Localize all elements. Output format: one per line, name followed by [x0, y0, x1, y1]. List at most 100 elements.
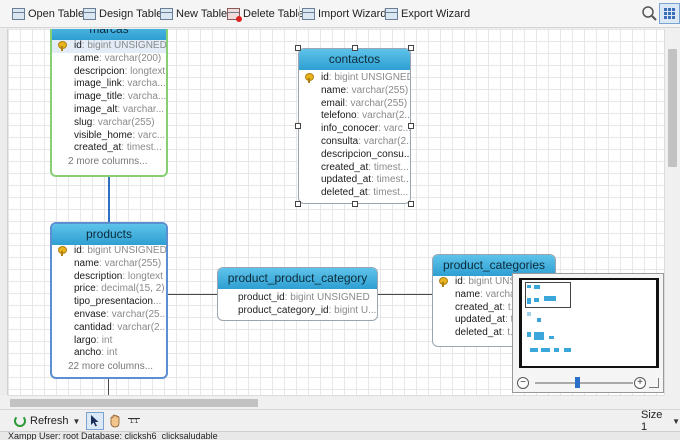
size-dropdown[interactable]: Size 1 ▼ — [641, 409, 680, 433]
refresh-icon — [14, 415, 26, 427]
attr-row[interactable]: image_title: varcha... — [52, 91, 166, 104]
attr-row[interactable]: deleted_at: t... — [433, 327, 555, 340]
open-table-label: Open Table — [28, 8, 85, 20]
attr-row[interactable]: price: decimal(15, 2) — [52, 283, 166, 296]
attr-row[interactable]: created_at: timest... — [299, 162, 410, 175]
attr-row[interactable]: telefono: varchar(2... — [299, 110, 410, 123]
entity-header[interactable]: marcas — [52, 29, 166, 40]
zoom-slider-thumb[interactable] — [575, 377, 580, 388]
attr-type: : varcha... — [480, 288, 524, 300]
overview-entity — [534, 332, 544, 340]
chevron-down-icon: ▼ — [672, 416, 680, 426]
attr-row[interactable]: id: bigint UNSIGNED — [433, 276, 555, 289]
splitter-left[interactable] — [0, 29, 8, 395]
attr-row[interactable]: cantidad: varchar(2... — [52, 322, 166, 335]
attr-name: name — [74, 52, 100, 64]
design-table-button[interactable]: Design Table — [83, 5, 162, 23]
attr-row[interactable]: description: longtext — [52, 271, 166, 284]
attr-row[interactable]: descripcion_consu... — [299, 149, 410, 162]
export-wizard-button[interactable]: Export Wizard — [385, 5, 470, 23]
delete-table-button[interactable]: Delete Table — [227, 5, 304, 23]
zoom-in-button[interactable]: + — [634, 377, 646, 389]
attr-row[interactable]: name: varchar(200) — [52, 53, 166, 66]
attr-type: : varchar(255) — [92, 116, 155, 128]
attr-row[interactable]: name: varcha... — [433, 289, 555, 302]
vertical-scroll-thumb[interactable] — [668, 49, 677, 167]
attr-row[interactable]: consulta: varchar(2... — [299, 136, 410, 149]
new-table-button[interactable]: New Table — [160, 5, 227, 23]
resize-handle[interactable] — [295, 201, 301, 207]
entity-header[interactable]: product_product_category — [218, 268, 377, 289]
overview-navigator[interactable]: − + — [512, 273, 664, 393]
attr-row[interactable]: id: bigint UNSIGNED — [52, 40, 166, 53]
search-button[interactable] — [639, 3, 660, 24]
key-icon — [58, 246, 67, 256]
resize-handle[interactable] — [408, 123, 414, 129]
toolbar-separator — [299, 6, 300, 21]
attr-row[interactable]: product_category_id: bigint U... — [218, 304, 377, 317]
vertical-scrollbar[interactable] — [664, 29, 680, 395]
attr-row[interactable]: created_at: timest... — [52, 142, 166, 155]
entity-header[interactable]: contactos — [299, 49, 410, 70]
zoom-out-button[interactable]: − — [517, 377, 529, 389]
attr-type: : longtext — [122, 270, 163, 282]
attr-row[interactable]: ancho: int — [52, 347, 166, 360]
resize-handle[interactable] — [408, 201, 414, 207]
more-columns-link[interactable]: 2 more columns... — [68, 156, 148, 168]
overview-viewport[interactable] — [525, 282, 571, 308]
entity-marcas[interactable]: marcas id: bigint UNSIGNED name: varchar… — [50, 29, 168, 177]
attr-row[interactable]: id: bigint UNSIGNED — [52, 245, 166, 258]
attr-row[interactable]: email: varchar(255) — [299, 98, 410, 111]
horizontal-scrollbar[interactable] — [8, 395, 664, 409]
attr-row[interactable]: tipo_presentacion... — [52, 296, 166, 309]
open-table-button[interactable]: Open Table — [12, 5, 84, 23]
resize-handle[interactable] — [352, 201, 358, 207]
entity-contactos[interactable]: contactos id: bigint UNSIGNED name: varc… — [298, 48, 411, 204]
attr-row[interactable]: envase: varchar(25... — [52, 309, 166, 322]
attr-row[interactable]: visible_home: varc... — [52, 130, 166, 143]
import-wizard-button[interactable]: Import Wizard — [302, 5, 386, 23]
horizontal-scroll-thumb[interactable] — [10, 399, 258, 407]
diagram-canvas[interactable]: marcas id: bigint UNSIGNED name: varchar… — [8, 29, 664, 395]
overview-map[interactable] — [519, 278, 659, 368]
relation-line-marcas-products[interactable] — [108, 176, 110, 224]
resize-handle[interactable] — [295, 45, 301, 51]
resize-handle[interactable] — [295, 123, 301, 129]
resize-handle[interactable] — [352, 45, 358, 51]
relation-line-products-bottom[interactable] — [108, 378, 109, 395]
entity-product-product-category[interactable]: product_product_category product_id: big… — [217, 267, 378, 321]
attr-row[interactable]: updated_at: timest... — [299, 174, 410, 187]
more-columns-link[interactable]: 22 more columns... — [68, 361, 154, 373]
attr-row[interactable]: created_at: t... — [433, 302, 555, 315]
attr-name: name — [455, 288, 481, 300]
entity-header[interactable]: products — [52, 224, 166, 245]
attr-row[interactable]: name: varchar(255) — [299, 85, 410, 98]
attr-row[interactable]: descripcion: longtext — [52, 66, 166, 79]
resize-handle[interactable] — [408, 45, 414, 51]
attr-row[interactable]: image_alt: varchar... — [52, 104, 166, 117]
relation-line-link-categories[interactable] — [377, 294, 433, 295]
entity-header[interactable]: product_categories — [433, 255, 555, 276]
attr-row[interactable]: id: bigint UNSIGNED — [299, 72, 410, 85]
resize-grip-icon[interactable] — [649, 378, 659, 388]
actual-size-button[interactable]: 1:1 — [128, 413, 140, 429]
attr-row[interactable]: product_id: bigint UNSIGNED — [218, 291, 377, 304]
chevron-down-icon[interactable]: ▼ — [72, 416, 81, 426]
entity-products[interactable]: products id: bigint UNSIGNED name: varch… — [50, 222, 168, 379]
refresh-button[interactable]: Refresh ▼ — [14, 413, 80, 429]
grid-view-button[interactable] — [659, 3, 680, 24]
zoom-slider-track[interactable] — [535, 382, 633, 384]
attr-row[interactable]: name: varchar(255) — [52, 258, 166, 271]
relation-line-products-link[interactable] — [168, 294, 218, 295]
attr-name: ancho — [74, 347, 102, 359]
attr-name: tipo_presentacion — [74, 296, 153, 308]
toolbar: Open Table Design Table New Table Delete… — [0, 0, 680, 28]
attr-row[interactable]: info_conocer: varc... — [299, 123, 410, 136]
attr-row[interactable]: image_link: varcha... — [52, 78, 166, 91]
select-tool-button[interactable] — [86, 412, 104, 430]
attr-name: product_category_id — [238, 305, 329, 316]
attr-row[interactable]: largo: int — [52, 335, 166, 348]
hand-tool-button[interactable] — [108, 413, 122, 429]
attr-row[interactable]: slug: varchar(255) — [52, 117, 166, 130]
attr-row[interactable]: deleted_at: timest... — [299, 187, 410, 200]
